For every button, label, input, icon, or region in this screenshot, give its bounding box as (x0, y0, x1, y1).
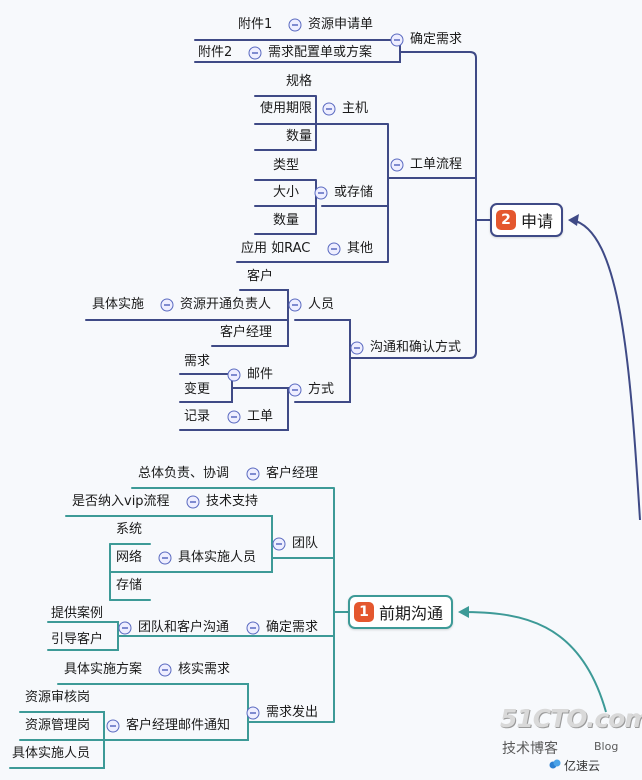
node-team[interactable]: 团队 (272, 536, 318, 552)
node-team-comm[interactable]: 团队和客户沟通 (118, 620, 229, 636)
node-req-config[interactable]: 需求配置单或方案 (248, 45, 372, 61)
collapse-icon[interactable] (160, 298, 174, 312)
watermark-brand: 亿速云 (564, 759, 601, 773)
topic-label: 申请 (521, 212, 554, 231)
collapse-icon[interactable] (322, 102, 336, 116)
topic-pre-communication[interactable]: 1 前期沟通 (348, 595, 454, 629)
watermark: 51CTO.com 技术博客 Blog 亿速云 (496, 704, 642, 776)
node-audit[interactable]: 资源审核岗 (25, 690, 91, 705)
connector-root-pre (459, 611, 607, 713)
node-system[interactable]: 系统 (116, 522, 143, 537)
watermark-blog: Blog (594, 740, 619, 753)
collapse-icon[interactable] (327, 242, 341, 256)
node-impl-staff[interactable]: 具体实施人员 (158, 550, 256, 566)
node-comm-confirm[interactable]: 沟通和确认方式 (350, 340, 461, 356)
node-account-manager[interactable]: 客户经理 (220, 325, 273, 340)
node-attach1[interactable]: 附件1 (238, 17, 273, 32)
node-type[interactable]: 类型 (273, 158, 300, 173)
collapse-icon[interactable] (314, 186, 328, 200)
node-res-owner[interactable]: 资源开通负责人 (160, 297, 271, 313)
node-overall[interactable]: 总体负责、协调 (138, 466, 230, 481)
collapse-icon[interactable] (288, 383, 302, 397)
node-customer-manager[interactable]: 客户经理 (246, 466, 318, 482)
node-verify[interactable]: 核实需求 (158, 662, 230, 678)
node-size[interactable]: 大小 (273, 185, 300, 200)
node-guide[interactable]: 引导客户 (51, 632, 104, 647)
node-req-send[interactable]: 需求发出 (246, 705, 318, 721)
collapse-icon[interactable] (246, 467, 260, 481)
node-network[interactable]: 网络 (116, 550, 143, 565)
node-spec[interactable]: 规格 (286, 74, 313, 89)
topic-number-badge: 1 (354, 602, 374, 622)
collapse-icon[interactable] (390, 33, 404, 47)
collapse-icon[interactable] (390, 158, 404, 172)
node-plan[interactable]: 具体实施方案 (64, 662, 143, 677)
node-other[interactable]: 其他 (327, 241, 373, 257)
watermark-subtitle: 技术博客 (502, 741, 558, 757)
collapse-icon[interactable] (227, 410, 241, 424)
cloud-icon (549, 759, 561, 769)
collapse-icon[interactable] (246, 706, 260, 720)
node-attach2[interactable]: 附件2 (198, 45, 233, 60)
node-case[interactable]: 提供案例 (51, 606, 104, 621)
node-customer[interactable]: 客户 (247, 269, 274, 284)
node-host[interactable]: 主机 (322, 101, 368, 117)
node-impl[interactable]: 具体实施 (92, 297, 145, 312)
collapse-icon[interactable] (158, 663, 172, 677)
node-workorder[interactable]: 工单 (227, 409, 273, 425)
collapse-icon[interactable] (246, 621, 260, 635)
node-period[interactable]: 使用期限 (260, 101, 313, 116)
collapse-icon[interactable] (272, 537, 286, 551)
collapse-icon[interactable] (118, 621, 132, 635)
node-staff[interactable]: 人员 (288, 297, 334, 313)
node-mail[interactable]: 邮件 (227, 367, 273, 383)
collapse-icon[interactable] (186, 495, 200, 509)
node-qty[interactable]: 数量 (286, 129, 313, 144)
node-workorder-flow[interactable]: 工单流程 (390, 157, 462, 173)
node-tech-support[interactable]: 技术支持 (186, 494, 258, 510)
node-confirm-req[interactable]: 确定需求 (390, 32, 462, 48)
collapse-icon[interactable] (288, 298, 302, 312)
node-resource-form[interactable]: 资源申请单 (288, 17, 373, 33)
collapse-icon[interactable] (227, 368, 241, 382)
collapse-icon[interactable] (106, 719, 120, 733)
node-need[interactable]: 需求 (184, 354, 211, 369)
collapse-icon[interactable] (248, 46, 262, 60)
topic-apply[interactable]: 2 申请 (490, 203, 564, 237)
arrow-head-icon (568, 214, 579, 226)
node-storage[interactable]: 存储 (116, 578, 143, 593)
collapse-icon[interactable] (288, 18, 302, 32)
collapse-icon[interactable] (350, 341, 364, 355)
node-mgmt[interactable]: 资源管理岗 (25, 718, 91, 733)
node-method[interactable]: 方式 (288, 382, 334, 398)
arrow-head-icon (458, 606, 469, 618)
connector-root-apply (571, 219, 641, 521)
node-mail-notify[interactable]: 客户经理邮件通知 (106, 718, 230, 734)
node-rac[interactable]: 应用 如RAC (241, 241, 311, 256)
collapse-icon[interactable] (158, 551, 172, 565)
watermark-site: 51CTO.com (500, 704, 642, 733)
node-vip[interactable]: 是否纳入vip流程 (72, 494, 170, 509)
node-impl-person[interactable]: 具体实施人员 (12, 746, 91, 761)
node-record[interactable]: 记录 (184, 409, 211, 424)
topic-label: 前期沟通 (379, 604, 444, 623)
node-confirm-req[interactable]: 确定需求 (246, 620, 318, 636)
node-change[interactable]: 变更 (184, 382, 211, 397)
node-qty[interactable]: 数量 (273, 213, 300, 228)
node-storage[interactable]: 或存储 (314, 185, 373, 201)
topic-number-badge: 2 (496, 210, 516, 230)
